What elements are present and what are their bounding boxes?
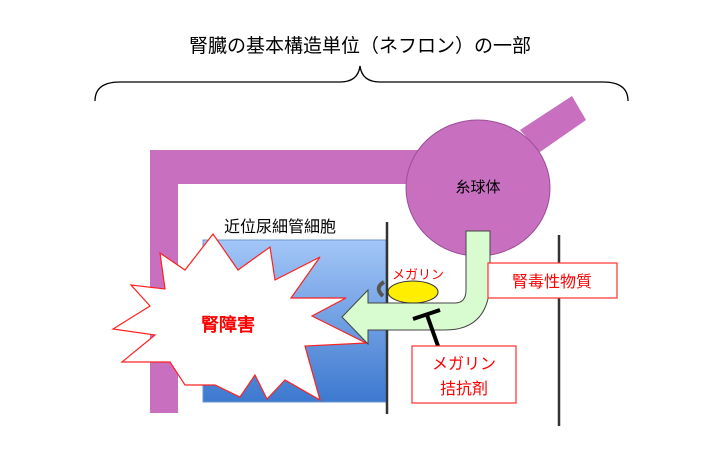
glomerulus-label: 糸球体 [455, 178, 500, 196]
diagram-title: 腎臓の基本構造単位（ネフロン）の一部 [189, 35, 531, 57]
megalin-antagonist-box [411, 345, 517, 404]
nephron-tube [150, 96, 586, 413]
megalin-hook [376, 280, 386, 298]
uptake-arrow [341, 230, 491, 346]
kidney-injury-burst [111, 232, 369, 402]
inhibition-symbol [412, 308, 441, 347]
megalin-label: メガリン [392, 268, 444, 283]
nephrotoxic-substance-label: 腎毒性物質 [512, 272, 592, 291]
megalin-receptor [387, 280, 439, 304]
kidney-injury-label: 腎障害 [201, 314, 255, 336]
brace [94, 65, 629, 102]
megalin-antagonist-label-line2: 拮抗剤 [440, 379, 488, 398]
megalin-antagonist-label-line1: メガリン [432, 354, 496, 373]
proximal-tubule-cell-label: 近位尿細管細胞 [224, 217, 336, 236]
nephrotoxic-substance-box [487, 262, 618, 299]
